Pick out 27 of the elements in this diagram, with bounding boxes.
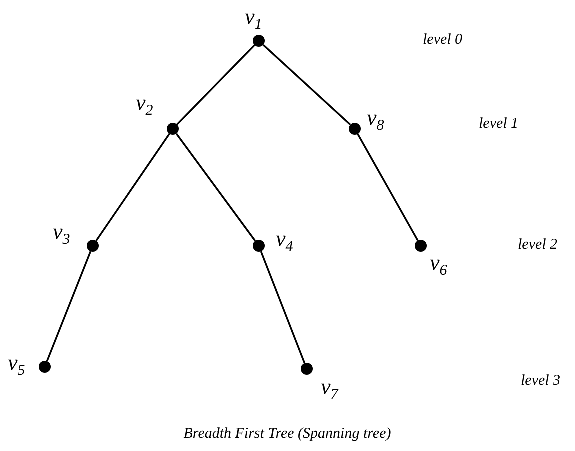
tree-edge xyxy=(46,251,92,362)
tree-edge xyxy=(176,44,256,126)
vertex-dot xyxy=(87,240,99,252)
tree-edge xyxy=(260,251,306,364)
level-label: level 0 xyxy=(423,33,463,48)
level-label: level 2 xyxy=(518,238,558,253)
vertex-dot xyxy=(253,35,265,47)
vertex-label: v$_{6}$ xyxy=(430,252,448,279)
tree-edge xyxy=(96,133,170,242)
vertex-label: v$_{4}$ xyxy=(276,228,294,255)
vertex-dot xyxy=(301,363,313,375)
vertex-dot xyxy=(349,123,361,135)
tree-edge xyxy=(176,133,256,242)
level-label: level 3 xyxy=(521,374,561,389)
vertex-dot xyxy=(39,361,51,373)
vertex-label: v$_{1}$ xyxy=(245,6,262,33)
tree-edge xyxy=(262,44,352,126)
vertex-dot xyxy=(167,123,179,135)
vertex-label: v$_{8}$ xyxy=(367,107,384,134)
caption: Breadth First Tree (Spanning tree) xyxy=(182,427,392,442)
vertex-label: v$_{7}$ xyxy=(321,376,338,403)
vertex-label: v$_{2}$ xyxy=(136,92,154,119)
vertex-label: v$_{5}$ xyxy=(8,352,26,379)
level-label: level 1 xyxy=(479,117,519,132)
vertex-label: v$_{3}$ xyxy=(53,221,70,248)
vertex-dot xyxy=(253,240,265,252)
vertex-dot xyxy=(415,240,427,252)
